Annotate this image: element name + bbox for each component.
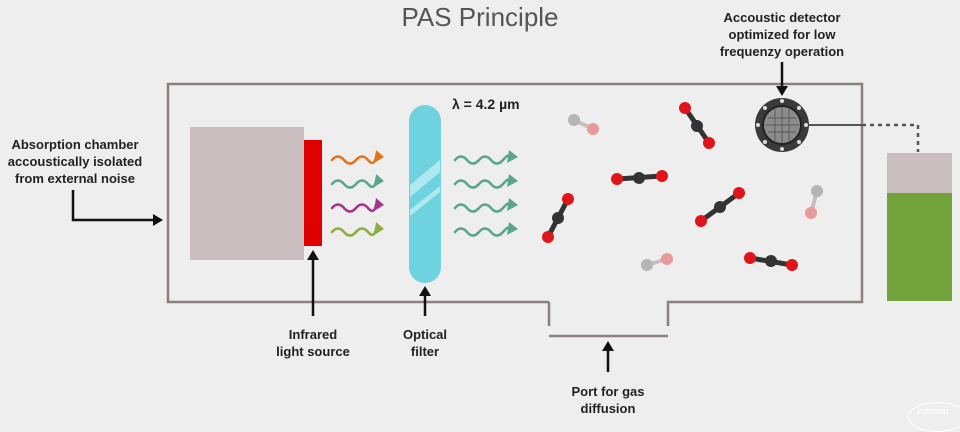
waves-before-filter (330, 150, 384, 237)
filter-label: Optical filter (402, 327, 448, 359)
diatomic-molecule (568, 114, 599, 135)
chamber-label: Absorption chamber accoustically isolate… (7, 137, 143, 186)
co2-molecule (744, 252, 798, 271)
absorption-chamber-outline (166, 82, 864, 326)
emitter-housing (190, 127, 304, 260)
source-label: Infrared light source (276, 327, 350, 359)
output-indicator-top (887, 153, 952, 193)
infrared-emitter (304, 140, 322, 246)
port-label: Port for gas diffusion (571, 384, 645, 416)
pointer-arrows (71, 62, 788, 372)
detector-dotted-connection (862, 123, 920, 152)
arrow-lime (374, 222, 384, 235)
wave-orange (330, 155, 378, 165)
output-indicator-bottom (887, 193, 952, 301)
wave-green (330, 179, 378, 189)
diatomic-molecule (805, 185, 823, 219)
arrow-green (374, 174, 384, 187)
diatomic-molecules (568, 114, 823, 271)
pas-diagram (71, 62, 952, 372)
co2-molecule (611, 170, 668, 185)
co2-molecules (542, 102, 798, 271)
co2-molecule (679, 102, 715, 149)
wave-lime (330, 227, 378, 237)
co2-molecule (542, 193, 574, 243)
detector-label: Accoustic detector optimized for low fre… (719, 10, 845, 59)
wave-purple (330, 203, 378, 213)
co2-molecule (695, 187, 745, 227)
diatomic-molecule (641, 253, 673, 271)
acoustic-detector (755, 98, 809, 152)
waves-after-filter (453, 150, 518, 237)
chamber-arrow (71, 190, 155, 222)
arrow-purple (374, 198, 384, 211)
optical-filter (409, 105, 441, 283)
diagram-title: PAS Principle (401, 2, 559, 32)
arrow-orange (374, 150, 384, 163)
wavelength-label: λ = 4.2 µm (452, 96, 520, 112)
brand-logo: infineon (908, 402, 960, 432)
